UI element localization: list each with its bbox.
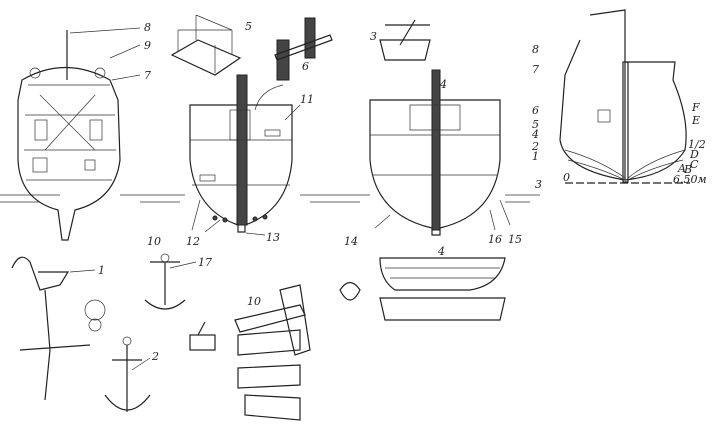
anchor-large: 2 <box>104 336 159 412</box>
waterline-half: 1/2 <box>688 138 706 151</box>
label-1: 1 <box>98 264 105 277</box>
body-plan-right-labels: F E 1/2 D C B A <box>677 101 706 176</box>
label-13: 13 <box>266 231 280 244</box>
label-9: 9 <box>144 39 151 52</box>
waterline-F: F <box>691 101 700 114</box>
station-5: 5 <box>532 118 539 131</box>
station-3: 3 <box>535 178 542 191</box>
station-7: 7 <box>532 63 539 76</box>
midship-section: 5 6 11 10 12 13 <box>147 20 314 248</box>
waterline-C: C <box>690 158 699 171</box>
rudder-detail: 1 <box>11 256 106 401</box>
body-plan: 8 7 6 5 4 2 1 3 0 F E 1/2 D C B A 6.50м <box>531 9 707 191</box>
label-7: 7 <box>144 69 151 82</box>
station-8: 8 <box>532 43 539 56</box>
label-14: 14 <box>344 235 358 248</box>
station-2: 2 <box>531 140 539 153</box>
label-5: 5 <box>245 20 252 33</box>
cannon-details: 10 <box>189 284 311 421</box>
waterline <box>0 194 540 203</box>
label-11: 11 <box>300 93 314 106</box>
label-6: 6 <box>302 60 309 73</box>
label-3: 3 <box>370 30 377 43</box>
capstan-section: 3 4 14 16 15 <box>344 19 522 248</box>
waterline-E: E <box>691 114 700 127</box>
label-2: 2 <box>151 350 159 363</box>
anchor-small: 17 <box>144 253 212 310</box>
waterline-A: A <box>677 162 686 175</box>
waterline-D: D <box>689 148 699 161</box>
station-4: 4 <box>531 128 539 141</box>
station-6: 6 <box>532 104 539 117</box>
label-15: 15 <box>508 233 522 246</box>
label-10: 10 <box>147 235 161 248</box>
label-16: 16 <box>488 233 502 246</box>
bitts-detail <box>254 17 333 111</box>
station-0: 0 <box>563 171 570 184</box>
label-4: 4 <box>439 78 447 91</box>
label-8: 8 <box>144 21 151 34</box>
waterline-B: B <box>683 163 692 176</box>
label-10-cannon: 10 <box>247 295 261 308</box>
label-17: 17 <box>198 256 212 269</box>
station-1: 1 <box>532 150 539 163</box>
stern-view: 8 9 7 <box>17 21 151 241</box>
grating-detail <box>170 14 242 76</box>
body-plan-left-labels: 8 7 6 5 4 2 1 3 0 <box>531 43 570 191</box>
label-12: 12 <box>186 235 200 248</box>
scale-label: 6.50м <box>673 173 707 186</box>
boat-detail: 4 <box>339 245 506 321</box>
label-4-boat: 4 <box>437 245 445 258</box>
